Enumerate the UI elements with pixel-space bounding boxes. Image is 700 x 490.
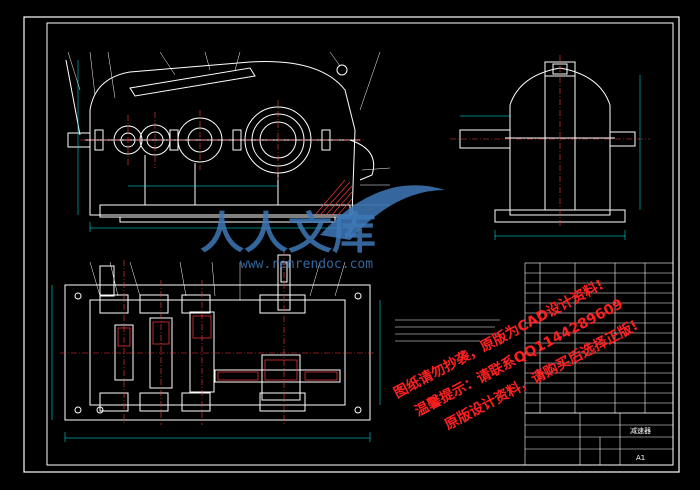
overlay-line-2: 温馨提示：请联系QQ1144289609 [412, 295, 626, 419]
inner-border [46, 22, 674, 466]
watermark-logo: 人人文库 www.renrendoc.com [200, 185, 445, 272]
parts-list [524, 262, 674, 414]
gear-pair-4 [261, 354, 301, 401]
lifting-eye [336, 64, 348, 76]
gear-pair-1 [114, 324, 134, 381]
input-shaft-stub [67, 132, 91, 148]
top-center-lines [60, 250, 375, 425]
title-sheet-size: A1 [636, 454, 645, 462]
top-leaders [89, 261, 346, 300]
front-foot [119, 216, 336, 223]
top-inner-wall [89, 299, 346, 406]
outer-border [23, 16, 680, 473]
title-drawing-name: 减速器 [630, 426, 651, 435]
watermark-swoosh-icon [320, 185, 445, 240]
top-dimensions [51, 285, 381, 442]
watermark-url: www.renrendoc.com [240, 257, 373, 272]
side-vent [544, 61, 576, 77]
oil-gauge [349, 139, 375, 181]
front-view [65, 59, 360, 223]
technical-notes [395, 319, 500, 342]
front-center-lines [80, 100, 365, 180]
title-block [524, 412, 674, 466]
title-block-frame [524, 412, 674, 466]
bolt-stud-3 [232, 129, 242, 151]
inspection-cover [129, 67, 256, 97]
front-housing-outline [89, 61, 356, 216]
top-view [64, 254, 371, 421]
side-view [459, 61, 636, 223]
watermark-brand: 人人文库 [200, 208, 376, 259]
lever-rod [65, 59, 81, 136]
input-shaft [99, 265, 115, 297]
top-housing-outline [64, 284, 371, 421]
front-section-hatch [314, 179, 353, 216]
long-shaft [214, 369, 341, 383]
red-overlay: 图纸请勿抄袭，原版为CAD设计资料! 温馨提示：请联系QQ1144289609 … [391, 276, 641, 433]
side-center-lines [450, 55, 650, 228]
side-dimensions [460, 75, 641, 240]
